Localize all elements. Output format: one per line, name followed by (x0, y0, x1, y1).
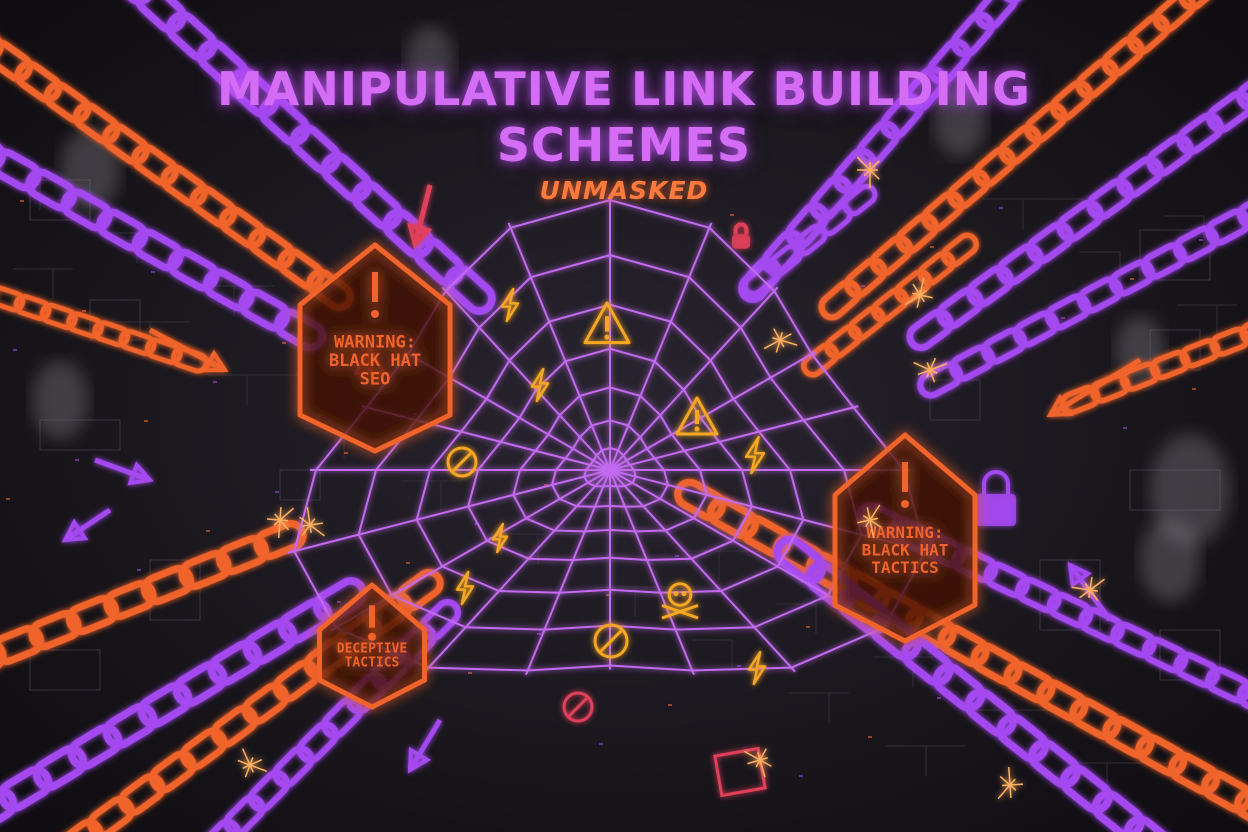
no-entry-icon (593, 623, 629, 659)
spark-icon (237, 748, 268, 778)
warning-triangle-icon (583, 301, 631, 345)
warning-sign-label: WARNING: (866, 523, 943, 542)
arrow-icon (1046, 357, 1142, 418)
chain (104, 0, 496, 315)
lightning-icon (500, 287, 520, 323)
padlock-icon (976, 470, 1016, 526)
warning-sign-label: SEO (360, 370, 391, 390)
padlock-icon (732, 222, 750, 249)
spark-icon (743, 748, 772, 778)
page-title-line-1: MANIPULATIVE LINK BUILDING (217, 62, 1031, 116)
spark-icon (904, 277, 933, 308)
warning-sign-label: BLACK HAT (862, 541, 949, 560)
chain (906, 68, 1248, 352)
arrow-icon (407, 184, 433, 250)
chain (818, 0, 1222, 321)
spark-icon (1072, 577, 1105, 601)
chain (801, 232, 979, 378)
warning-triangle-icon (675, 396, 719, 436)
lightning-icon (747, 650, 767, 686)
skull-crossbones-icon (661, 582, 699, 620)
warning-sign-label: WARNING: (334, 332, 416, 352)
chain (0, 285, 209, 374)
lightning-icon (530, 367, 550, 403)
smoke-icon (1140, 518, 1200, 602)
lightning-icon (744, 435, 766, 475)
lightning-icon (455, 570, 475, 606)
chain (742, 183, 878, 297)
arrow-icon (407, 718, 443, 774)
chain (0, 520, 307, 680)
spark-icon (857, 504, 882, 538)
smoke-icon (934, 83, 986, 157)
spark-icon (856, 156, 880, 188)
smoke-icon (32, 360, 88, 440)
spark-icon (913, 357, 948, 383)
warning-sign-label: BLACK HAT (329, 351, 421, 371)
arrow-icon (61, 507, 112, 543)
lightning-icon (713, 746, 767, 798)
page-title-line-2: SCHEMES (496, 118, 752, 172)
smoke-icon (406, 26, 454, 94)
arrow-icon (94, 457, 154, 486)
warning-sign-label: TACTICS (871, 558, 938, 577)
warning-sign-label: DECEPTIVE (337, 641, 407, 656)
no-entry-icon (446, 446, 478, 478)
sparks (237, 156, 1105, 800)
no-entry-icon (562, 691, 594, 723)
chain (0, 577, 368, 832)
arrow-icon (148, 327, 229, 373)
warning-sign-label: TACTICS (345, 656, 400, 671)
page-subtitle: UNMASKED (539, 176, 709, 205)
chain (917, 191, 1248, 399)
spark-icon (763, 328, 798, 353)
spark-icon (299, 507, 325, 537)
spark-icon (266, 506, 295, 539)
lightning-icon (491, 522, 509, 554)
spark-icon (997, 766, 1024, 800)
